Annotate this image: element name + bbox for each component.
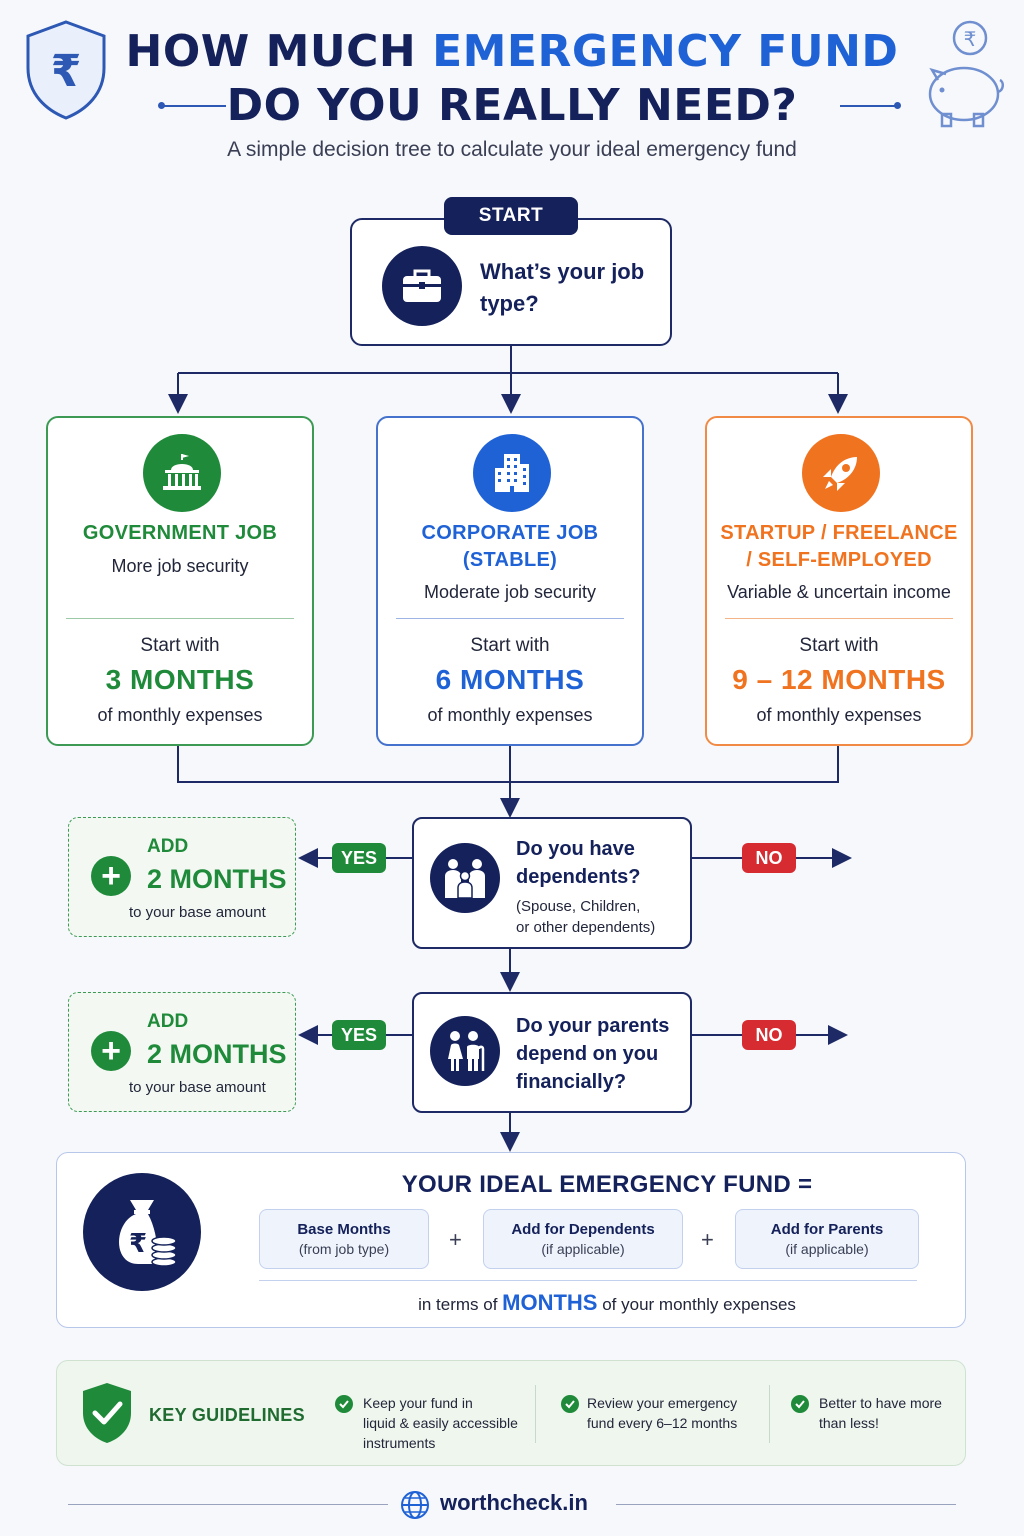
component-dependents: Add for Dependents (if applicable) bbox=[483, 1209, 683, 1269]
add-label: ADD bbox=[147, 836, 189, 857]
svg-text:₹: ₹ bbox=[964, 27, 977, 51]
add-months: 2 MONTHS bbox=[147, 1039, 287, 1069]
job-card-startup: STARTUP / FREELANCE / SELF-EMPLOYED Vari… bbox=[705, 416, 973, 746]
shield-check-icon bbox=[79, 1381, 135, 1450]
of-expenses-label: of monthly expenses bbox=[97, 705, 263, 725]
plus-icon: + bbox=[91, 856, 131, 896]
parents-yes-badge: YES bbox=[332, 1020, 386, 1050]
shield-rupee-logo: ₹ bbox=[22, 18, 110, 122]
component-base-months: Base Months (from job type) bbox=[259, 1209, 429, 1269]
guideline-separator bbox=[769, 1385, 770, 1443]
job-title: GOVERNMENT JOB bbox=[82, 522, 278, 544]
base-months: 9 – 12 MONTHS bbox=[732, 664, 946, 695]
dependents-question: Do you have dependents? bbox=[516, 838, 641, 888]
briefcase-icon bbox=[382, 246, 462, 326]
dependents-note: (Spouse, Children, or other dependents) bbox=[516, 898, 656, 936]
card-divider bbox=[396, 618, 624, 619]
guideline-item: Keep your fund in liquid & easily access… bbox=[363, 1395, 518, 1451]
government-building-icon bbox=[143, 434, 221, 512]
add-months: 2 MONTHS bbox=[147, 864, 287, 894]
guideline-item: Review your emergency fund every 6–12 mo… bbox=[587, 1395, 738, 1431]
start-with-label: Start with bbox=[799, 635, 879, 656]
office-building-icon bbox=[473, 434, 551, 512]
dependents-yes-badge: YES bbox=[332, 843, 386, 873]
start-question-box: What’s your job type? bbox=[350, 218, 672, 346]
plus-sign: + bbox=[449, 1227, 462, 1252]
add-dependents-box: + ADD 2 MONTHS to your base amount bbox=[68, 817, 296, 937]
formula-footnote: in terms of MONTHS of your monthly expen… bbox=[418, 1290, 796, 1315]
check-icon bbox=[791, 1395, 809, 1413]
title-decoration-dot bbox=[894, 102, 901, 109]
of-expenses-label: of monthly expenses bbox=[427, 705, 593, 725]
title-decoration-line bbox=[840, 105, 896, 107]
page-title-line-1: HOW MUCH EMERGENCY FUND bbox=[125, 26, 899, 77]
parents-question-box: Do your parents depend on you financiall… bbox=[412, 992, 692, 1113]
plus-sign: + bbox=[701, 1227, 714, 1252]
add-note: to your base amount bbox=[129, 1079, 266, 1096]
parents-no-badge: NO bbox=[742, 1020, 796, 1050]
add-parents-box: + ADD 2 MONTHS to your base amount bbox=[68, 992, 296, 1112]
start-label: START bbox=[444, 197, 578, 235]
elderly-parents-icon bbox=[430, 1016, 500, 1086]
globe-icon bbox=[400, 1490, 430, 1525]
key-guidelines-box: KEY GUIDELINES Keep your fund in liquid … bbox=[56, 1360, 966, 1466]
rocket-icon bbox=[802, 434, 880, 512]
job-title: STARTUP / FREELANCE / SELF-EMPLOYED bbox=[720, 522, 958, 571]
job-card-government: GOVERNMENT JOB More job security Start w… bbox=[46, 416, 314, 746]
base-months: 3 MONTHS bbox=[105, 664, 255, 695]
guideline-separator bbox=[535, 1385, 536, 1443]
title-decoration-line bbox=[164, 105, 226, 107]
title-decoration-dot bbox=[158, 102, 165, 109]
footer-line bbox=[68, 1504, 388, 1505]
job-type-question: What’s your job type? bbox=[480, 259, 645, 316]
guidelines-title: KEY GUIDELINES bbox=[149, 1405, 305, 1425]
ideal-fund-title: YOUR IDEAL EMERGENCY FUND = bbox=[401, 1171, 813, 1198]
footer-site-link[interactable]: worthcheck.in bbox=[440, 1490, 588, 1515]
dependents-no-badge: NO bbox=[742, 843, 796, 873]
family-icon bbox=[430, 843, 500, 913]
add-label: ADD bbox=[147, 1011, 189, 1032]
parents-question: Do your parents depend on you financiall… bbox=[516, 1015, 670, 1093]
card-divider bbox=[725, 618, 953, 619]
guideline-item: Better to have more than less! bbox=[819, 1395, 942, 1431]
footer-line bbox=[616, 1504, 956, 1505]
plus-icon: + bbox=[91, 1031, 131, 1071]
formula-divider bbox=[259, 1280, 917, 1281]
piggy-bank-icon: ₹ bbox=[918, 18, 1006, 130]
page-subtitle: A simple decision tree to calculate your… bbox=[227, 138, 797, 161]
dependents-question-box: Do you have dependents? (Spouse, Childre… bbox=[412, 817, 692, 949]
base-months: 6 MONTHS bbox=[435, 664, 585, 695]
check-icon bbox=[335, 1395, 353, 1413]
job-title: CORPORATE JOB (STABLE) bbox=[421, 522, 599, 571]
job-security-text: Variable & uncertain income bbox=[727, 582, 951, 602]
of-expenses-label: of monthly expenses bbox=[756, 705, 922, 725]
money-bag-icon: ₹ bbox=[83, 1173, 201, 1291]
job-card-corporate: CORPORATE JOB (STABLE) Moderate job secu… bbox=[376, 416, 644, 746]
job-security-text: Moderate job security bbox=[423, 582, 597, 602]
component-parents: Add for Parents (if applicable) bbox=[735, 1209, 919, 1269]
start-with-label: Start with bbox=[470, 635, 550, 656]
job-security-text: More job security bbox=[111, 556, 249, 576]
add-note: to your base amount bbox=[129, 904, 266, 921]
start-with-label: Start with bbox=[140, 635, 220, 656]
svg-text:₹: ₹ bbox=[129, 1229, 147, 1259]
card-divider bbox=[66, 618, 294, 619]
page-title-line-2: DO YOU REALLY NEED? bbox=[226, 80, 798, 131]
ideal-fund-formula-box: ₹ YOUR IDEAL EMERGENCY FUND = Base Month… bbox=[56, 1152, 966, 1328]
svg-text:₹: ₹ bbox=[51, 46, 82, 97]
check-icon bbox=[561, 1395, 579, 1413]
